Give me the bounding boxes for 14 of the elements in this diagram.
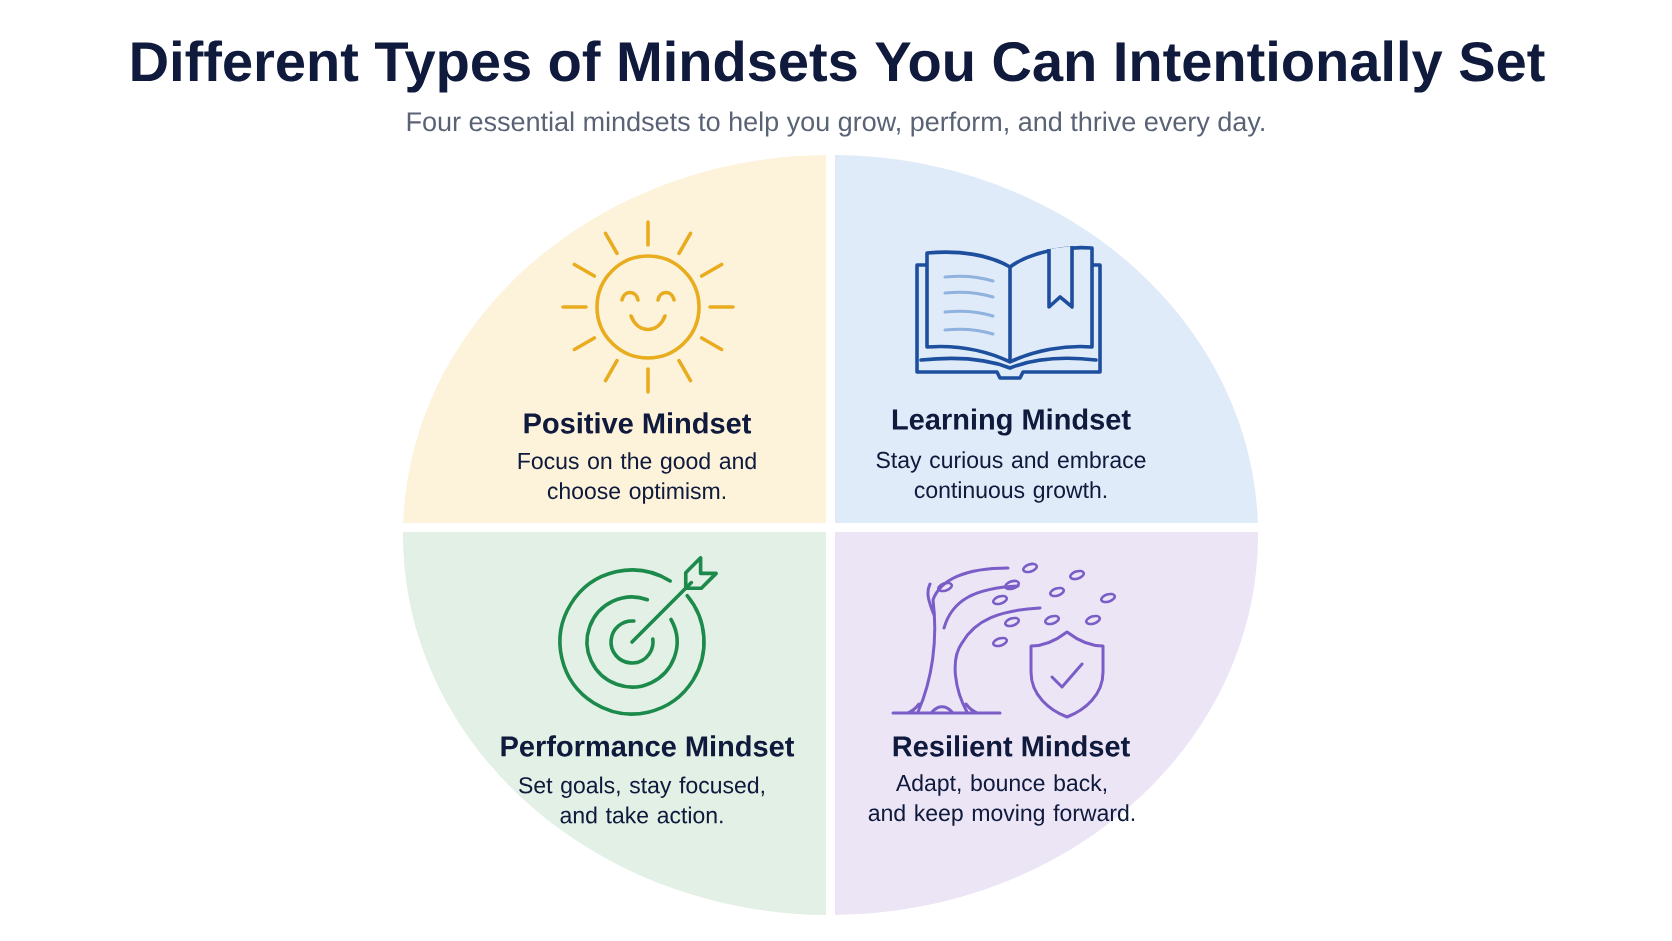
description: Set goals, stay focused, and take action. (519, 776, 764, 824)
quadrant-panel (835, 155, 1258, 523)
title: Different Types of Mindsets You Can Intentionally Set (132, 40, 1545, 93)
description: Adapt, bounce back, and keep moving forward. (868, 774, 1135, 826)
description: Focus on the good and choose optimism. (518, 452, 756, 504)
quadrant-panel (403, 532, 826, 915)
quadrant-panel (403, 155, 826, 523)
quadrant-panel (835, 532, 1258, 915)
heading: Positive Mindset (524, 412, 752, 434)
subtitle: Four essential mindsets to help you grow, perform, and thrive every day. (407, 111, 1264, 137)
description: Stay curious and embrace continuous growth. (876, 451, 1146, 503)
heading: Resilient Mindset (893, 735, 1130, 757)
heading: Learning Mindset (892, 408, 1131, 436)
heading: Performance Mindset (501, 735, 795, 757)
